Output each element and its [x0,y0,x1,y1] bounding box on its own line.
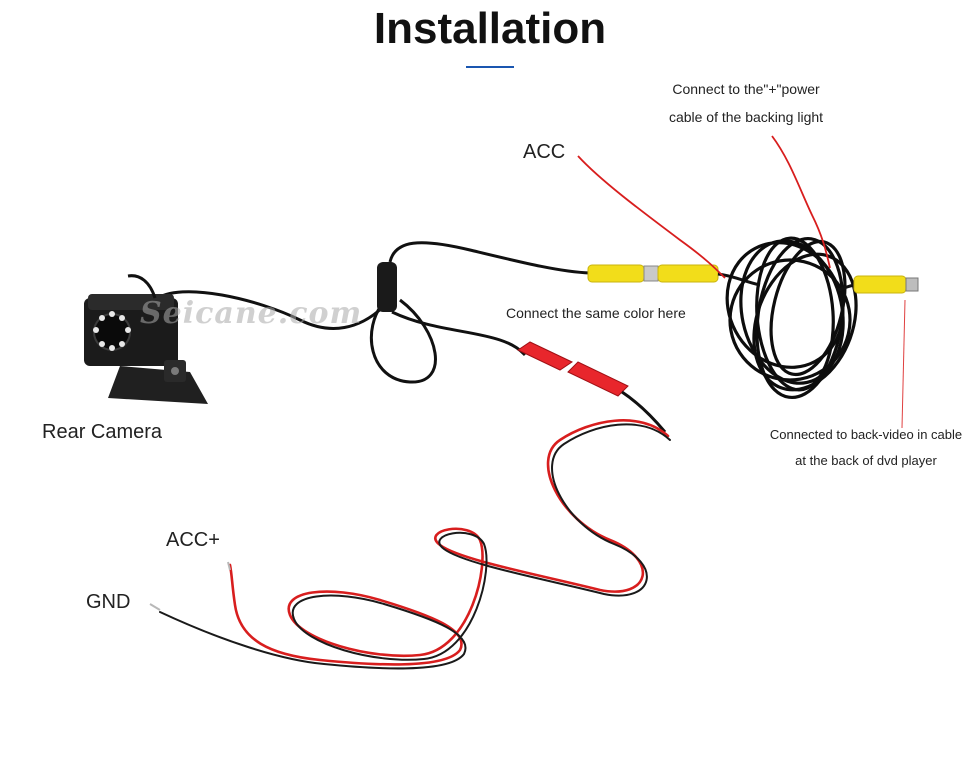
acc-lead-wire [577,155,726,279]
camera-cable [154,290,387,330]
gnd-label: GND [86,591,131,613]
camera-cable-loop [369,298,437,384]
red-cable-tail [621,390,667,433]
same-color-label: Connect the same color here [506,305,686,321]
rca-yellow-output [853,275,907,294]
power-lead-wire [159,419,671,670]
backing-light-lead-wire [771,135,831,269]
extension-cable [717,272,761,287]
back-video-label-line2: at the back of dvd player [795,453,937,468]
rca-metal-sleeve [643,265,659,282]
power-cable-label-line2: cable of the backing light [668,109,824,125]
power-cable-label-line1: Connect to the"+"power [672,81,820,97]
acc-plus-label: ACC+ [166,529,220,551]
gnd-wire-tip [149,603,161,611]
acc-plus-wire-tip [227,561,231,571]
splitter-connector [377,262,397,312]
rca-yellow-female [587,264,645,283]
title-underline [466,66,514,68]
watermark: Seicane.com [140,296,363,331]
back-video-label-line1: Connected to back-video in cable [769,427,963,442]
output-cable [837,283,856,292]
red-connector-female [516,341,574,371]
red-connector-male [567,361,629,397]
acc-label: ACC [523,141,566,163]
rear-camera [84,274,208,404]
video-cable-upper [388,241,591,275]
rca-yellow-male [657,264,719,283]
coiled-extension-cable [725,236,858,400]
page-title: Installation [373,4,607,53]
back-video-callout-line [901,299,906,429]
rca-output-tip [905,277,919,292]
rear-camera-label: Rear Camera [42,421,163,443]
